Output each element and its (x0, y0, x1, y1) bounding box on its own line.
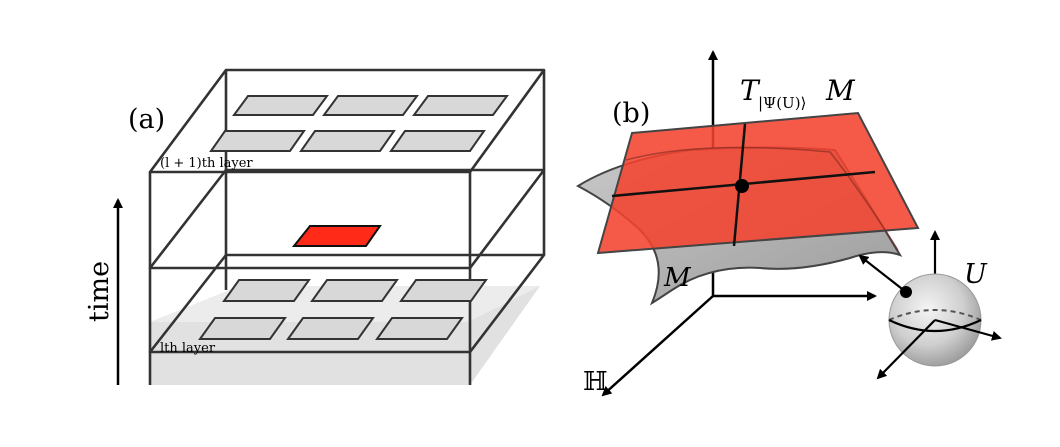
tile (232, 95, 329, 116)
tile (322, 95, 419, 116)
upper-layer-label: (l + 1)th layer (160, 156, 253, 171)
panel-a-label: (a) (128, 104, 165, 135)
tile (209, 130, 306, 152)
tile (299, 130, 396, 152)
sphere-equator-front (888, 319, 982, 333)
manifold-edge-through-plane (625, 146, 899, 251)
layer-frame (148, 68, 546, 385)
time-label: time (84, 261, 115, 322)
map-arrow (858, 254, 907, 293)
tile (286, 317, 375, 340)
sphere-axis-diagonal (876, 319, 936, 380)
tangent-label-T: T (740, 74, 761, 107)
tile (375, 317, 464, 340)
highlighted-tile (291, 225, 382, 247)
hilbert-label: ℍ (583, 367, 608, 397)
tile (310, 279, 399, 302)
lower-layer-tiles (198, 279, 488, 340)
panel-b-label: (b) (612, 98, 650, 129)
upper-layer-tiles (209, 95, 509, 152)
sphere-equator-back (888, 309, 982, 321)
tangent-space-label: T |Ψ(U)⟩ M (740, 74, 856, 112)
lower-layer-label: lth layer (160, 341, 216, 356)
panel-a: (a) (l + 1)th layer lth layer time (84, 68, 546, 385)
tile (222, 279, 311, 302)
unitary-sphere (858, 230, 1002, 380)
contact-point (735, 179, 749, 193)
tile (399, 279, 488, 302)
tile (198, 317, 287, 340)
tangent-label-M: M (825, 74, 856, 107)
panel-b: (b) T |Ψ(U)⟩ M M ℍ U (575, 50, 1002, 397)
unitary-label: U (964, 259, 988, 290)
manifold-label: M (663, 263, 692, 293)
tile (389, 130, 486, 152)
tangent-label-sub: |Ψ(U)⟩ (758, 94, 806, 112)
tile (412, 95, 509, 116)
sphere-axis-right (934, 318, 1002, 341)
axis-diagonal (601, 295, 714, 397)
